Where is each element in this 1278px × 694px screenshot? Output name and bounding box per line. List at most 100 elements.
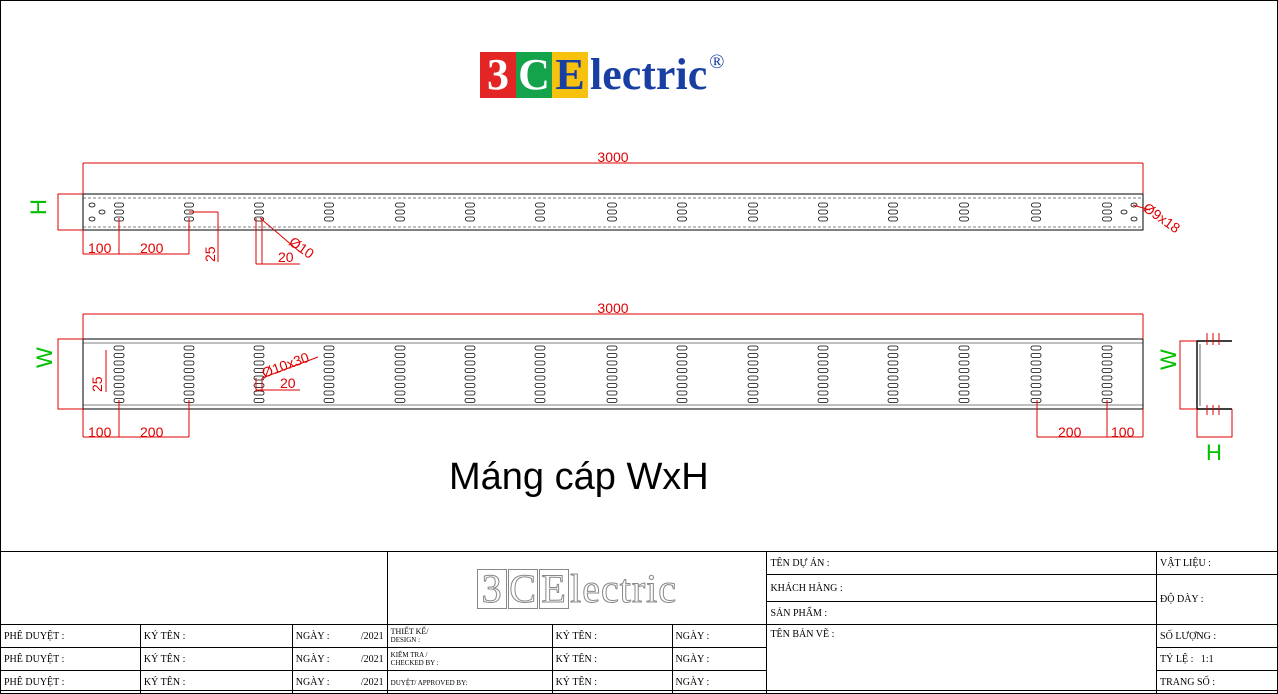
slot-hole [534, 398, 546, 403]
slot-hole [253, 383, 265, 388]
side-dim-20: 20 [278, 249, 294, 265]
slot-hole [465, 202, 475, 208]
project-field[interactable]: TÊN DỰ ÁN : [766, 551, 1158, 575]
drawing-name-field[interactable]: TÊN BẢN VẼ : [766, 624, 1158, 694]
registered-mark: ® [709, 51, 725, 73]
slot-hole [1030, 368, 1042, 373]
slot-hole [324, 209, 334, 215]
slot-hole [888, 202, 898, 208]
slot-hole [323, 383, 335, 388]
slot-hole [1101, 353, 1113, 358]
slot-hole [323, 375, 335, 381]
slot-hole [253, 398, 265, 403]
slot-hole [1030, 345, 1042, 351]
sign-3: KÝ TÊN : [139, 670, 293, 694]
slot-hole [1102, 216, 1112, 222]
top-view: 3000 W 100 200 25 20 Ø10x30 200 100 [32, 300, 1144, 440]
slot-hole [676, 398, 688, 403]
slot-hole [464, 345, 476, 351]
slot-hole [677, 209, 687, 215]
slot-hole [254, 216, 264, 222]
slot-hole [254, 202, 264, 208]
slot-hole [958, 345, 970, 351]
approve-1: PHÊ DUYỆT : [0, 624, 141, 648]
slot-hole [253, 360, 265, 366]
slot-hole [323, 360, 335, 366]
slot-hole [677, 202, 687, 208]
slot-hole [747, 398, 759, 403]
logo-text: lectric [590, 50, 708, 99]
product-field[interactable]: SẢN PHẨM : [766, 601, 1158, 625]
side-view: 3000 H 100 200 25 20 Ø10 Ø9x18 [26, 149, 1183, 265]
slot-hole [606, 360, 618, 366]
slot-hole [395, 202, 405, 208]
slot-hole [1102, 209, 1112, 215]
slot-hole [959, 202, 969, 208]
date-3: NGÀY :/2021 [291, 670, 388, 694]
material-field[interactable]: VẬT LIỆU : [1156, 551, 1278, 575]
slot-hole [607, 209, 617, 215]
top-dim-100: 100 [88, 424, 112, 440]
slot-hole [394, 360, 406, 366]
slot-hole [817, 353, 829, 358]
slot-hole [747, 368, 759, 373]
slot-hole [534, 383, 546, 388]
slot-hole [677, 216, 687, 222]
slot-hole [676, 360, 688, 366]
quantity-field[interactable]: SỐ LƯỢNG : [1156, 624, 1278, 648]
slot-hole [817, 368, 829, 373]
slot-hole [748, 209, 758, 215]
slot-hole [323, 398, 335, 403]
slot-hole [606, 368, 618, 373]
page-field[interactable]: TRANG SỐ : [1156, 670, 1278, 694]
top-dim-200: 200 [140, 424, 164, 440]
slot-hole [534, 390, 546, 396]
slot-hole [747, 353, 759, 358]
logo-letter-c: C [516, 52, 552, 98]
slot-hole [253, 375, 265, 381]
slot-hole [817, 390, 829, 396]
slot-hole [959, 216, 969, 222]
top-dim-100-right: 100 [1111, 424, 1135, 440]
slot-hole [113, 375, 125, 381]
slot-hole [464, 375, 476, 381]
date-1: NGÀY :/2021 [291, 624, 388, 648]
slot-hole [465, 216, 475, 222]
side-length-dim: 3000 [597, 149, 628, 165]
slot-hole [817, 398, 829, 403]
slot-hole [183, 345, 195, 351]
slot-hole [606, 375, 618, 381]
slot-hole [606, 390, 618, 396]
thickness-field[interactable]: ĐỘ DÀY : [1156, 574, 1278, 625]
slot-hole [324, 216, 334, 222]
slot-hole [958, 368, 970, 373]
top-slot-pattern [113, 345, 1113, 403]
logo-letter-e: E [552, 52, 588, 98]
slot-hole [818, 216, 828, 222]
slot-hole [1030, 383, 1042, 388]
slot-hole [395, 216, 405, 222]
slot-hole [888, 216, 898, 222]
slot-hole [1101, 383, 1113, 388]
slot-hole [394, 383, 406, 388]
slot-hole [534, 353, 546, 358]
slot-hole [1031, 209, 1041, 215]
slot-hole [887, 398, 899, 403]
slot-hole [606, 398, 618, 403]
section-height-label: H [1206, 440, 1222, 465]
slot-hole [958, 375, 970, 381]
round-hole [1130, 216, 1138, 222]
slot-hole [394, 345, 406, 351]
slot-hole [887, 360, 899, 366]
date2-2: NGÀY : [671, 647, 768, 671]
slot-hole [676, 390, 688, 396]
customer-field[interactable]: KHÁCH HÀNG : [766, 574, 1158, 602]
slot-hole [534, 345, 546, 351]
slot-hole [535, 202, 545, 208]
slot-hole [253, 390, 265, 396]
slot-hole [184, 202, 194, 208]
slot-hole [323, 390, 335, 396]
slot-hole [535, 216, 545, 222]
